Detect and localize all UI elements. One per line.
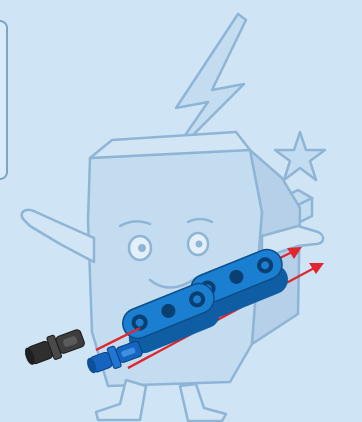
star-icon <box>275 132 325 180</box>
mascot-left-arm <box>22 210 94 262</box>
black-pin <box>22 326 87 369</box>
box-mascot-watermark <box>22 14 325 421</box>
mascot-right-leg <box>180 384 226 421</box>
